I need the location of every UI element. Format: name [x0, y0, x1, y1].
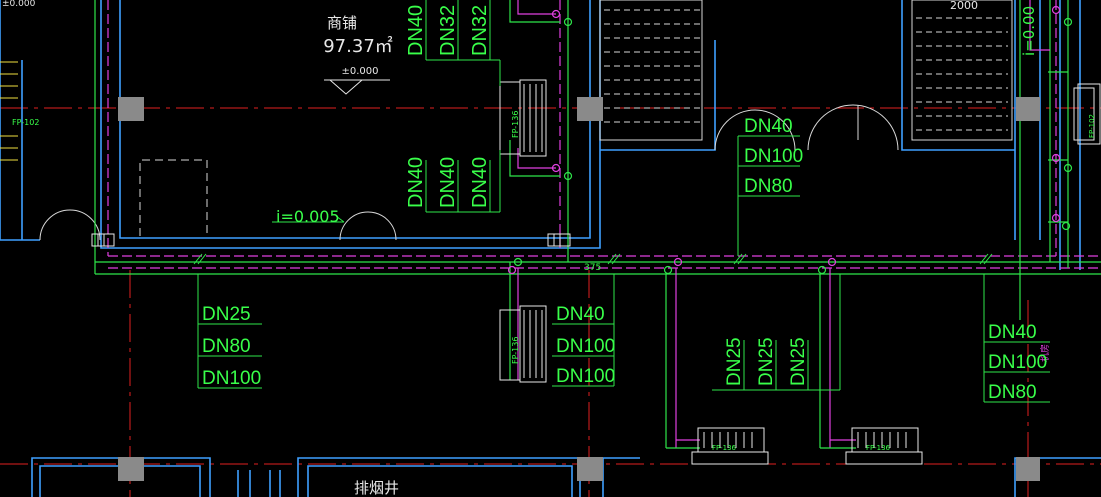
- pipe-tag: DN100: [744, 146, 803, 167]
- pipe-tag: DN40: [437, 157, 459, 208]
- dim-top-right: 2000: [950, 0, 978, 12]
- pipe-tag: DN40: [744, 116, 793, 137]
- room-name: 商铺: [327, 14, 357, 32]
- pipe-tag: DN100: [202, 368, 261, 389]
- dim-top-left: ±0.000: [2, 0, 36, 9]
- fp-unit-3: FP-136: [712, 444, 737, 452]
- pipe-tag: DN80: [202, 336, 251, 357]
- level-mark: ±0.000: [341, 66, 378, 77]
- pipe-tag: DN80: [744, 176, 793, 197]
- slope-label: i=0.005: [276, 207, 340, 226]
- pipe-tags-bottom-mid: DN40 DN100 DN100: [556, 304, 615, 387]
- pipe-tag: DN40: [405, 157, 427, 208]
- pipe-tag: DN25: [202, 304, 251, 325]
- pipe-tag: DN25: [724, 337, 745, 386]
- stairs: [0, 0, 1013, 236]
- pipe-tags-top-right: DN40 DN100 DN80: [744, 116, 803, 197]
- pipe-tag: DN100: [556, 366, 615, 387]
- pipe-tag: DN40: [988, 322, 1037, 343]
- pipe-tags-top: DN40 DN32 DN32: [405, 5, 491, 56]
- fp-unit-1: FP-136: [511, 111, 520, 138]
- level-mark-symbol: [324, 79, 390, 95]
- pipe-tag: DN100: [556, 336, 615, 357]
- pipe-tags-mid: DN40 DN40 DN40: [405, 157, 491, 208]
- pipe-tag: DN80: [988, 382, 1037, 403]
- fp-label-left: FP-102: [12, 118, 39, 127]
- fp-unit-2: FP-136: [511, 337, 520, 364]
- pipe-tags-bottom-vertical: DN25 DN25 DN25: [724, 337, 809, 386]
- small-mark-right: 机房: [1039, 344, 1051, 362]
- pipe-tag: DN40: [469, 157, 491, 208]
- fp-unit-4: FP-136: [866, 444, 891, 452]
- pipe-tag: DN32: [469, 5, 491, 56]
- fp-label-right: FP-102: [1088, 114, 1096, 138]
- pipe-tag: DN40: [556, 304, 605, 325]
- pipe-tag: DN32: [437, 5, 459, 56]
- room-area: 97.37㎡: [323, 35, 393, 57]
- pipe-tags-right: DN40 DN100 DN80: [988, 322, 1047, 403]
- smoke-shaft-label: 排烟井: [354, 479, 399, 497]
- pipe-tag: DN100: [988, 352, 1047, 373]
- pipe-tags-bottom-left: DN25 DN80 DN100: [202, 304, 261, 389]
- fan-coil-units: [91, 79, 1101, 465]
- pipes: [94, 0, 1101, 449]
- pipe-valves: [507, 5, 1073, 275]
- pipe-tag: DN25: [788, 337, 809, 386]
- columns: [118, 97, 1040, 481]
- pipe-tag: DN25: [756, 337, 777, 386]
- doors: [39, 104, 899, 241]
- pipe-tag: DN40: [405, 5, 427, 56]
- level-vertical: i=0.00: [1020, 6, 1038, 56]
- small-mark: 375: [584, 263, 601, 273]
- axis-lines: [0, 107, 1101, 497]
- tag-frames: [193, 0, 1050, 403]
